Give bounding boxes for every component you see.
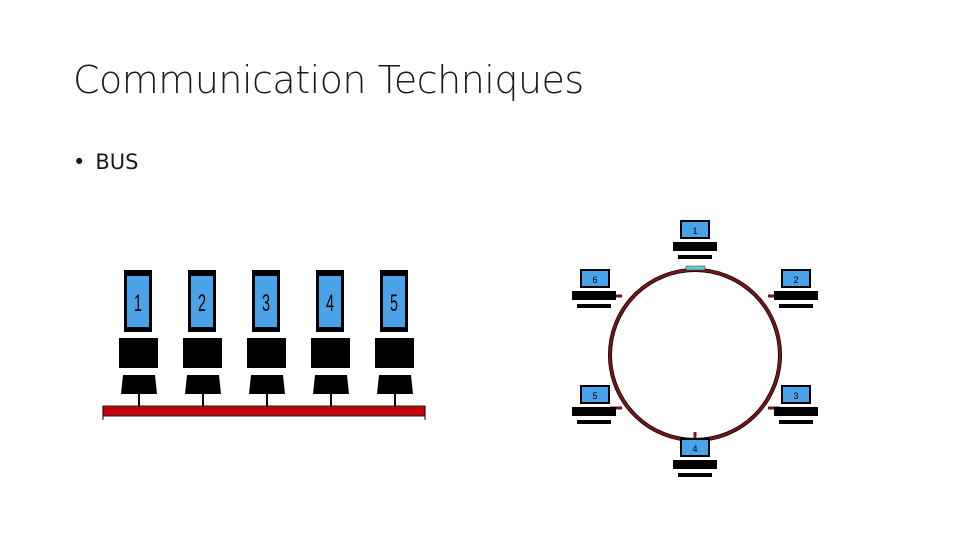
bus-computer-label: 4 xyxy=(326,290,334,317)
ring-node: 2 xyxy=(774,269,818,308)
bus-computer-label: 2 xyxy=(198,290,206,317)
ring-node-label: 2 xyxy=(793,275,798,285)
ring-node-label: 4 xyxy=(692,444,697,454)
bus-computer: 3 xyxy=(247,270,286,406)
bullet-marker: • xyxy=(73,150,86,174)
bus-line xyxy=(102,405,426,417)
bus-computer: 4 xyxy=(311,270,350,406)
bus-topology: 1 2 3 4 xyxy=(102,270,426,420)
slide-title: Communication Techniques xyxy=(73,58,584,102)
ring-node-label: 5 xyxy=(592,391,597,401)
bus-computer: 1 xyxy=(119,270,158,406)
bullet-text: BUS xyxy=(95,150,139,174)
bus-computer-label: 1 xyxy=(134,290,142,317)
ring-node: 6 xyxy=(572,269,616,308)
ring-node: 4 xyxy=(673,438,717,477)
ring-node: 3 xyxy=(774,385,818,424)
ring-node: 1 xyxy=(673,220,717,259)
bus-computer: 5 xyxy=(375,270,414,406)
ring-topology: 1 6 2 5 xyxy=(572,220,818,477)
bus-computer-label: 3 xyxy=(262,290,270,317)
ring-node-label: 6 xyxy=(592,275,597,285)
bus-computer: 2 xyxy=(183,270,222,406)
ring-node-label: 3 xyxy=(793,391,798,401)
bullet-item: • BUS xyxy=(73,150,139,174)
bus-computer-label: 5 xyxy=(390,290,398,317)
ring-node-label: 1 xyxy=(692,226,697,236)
ring-node: 5 xyxy=(572,385,616,424)
